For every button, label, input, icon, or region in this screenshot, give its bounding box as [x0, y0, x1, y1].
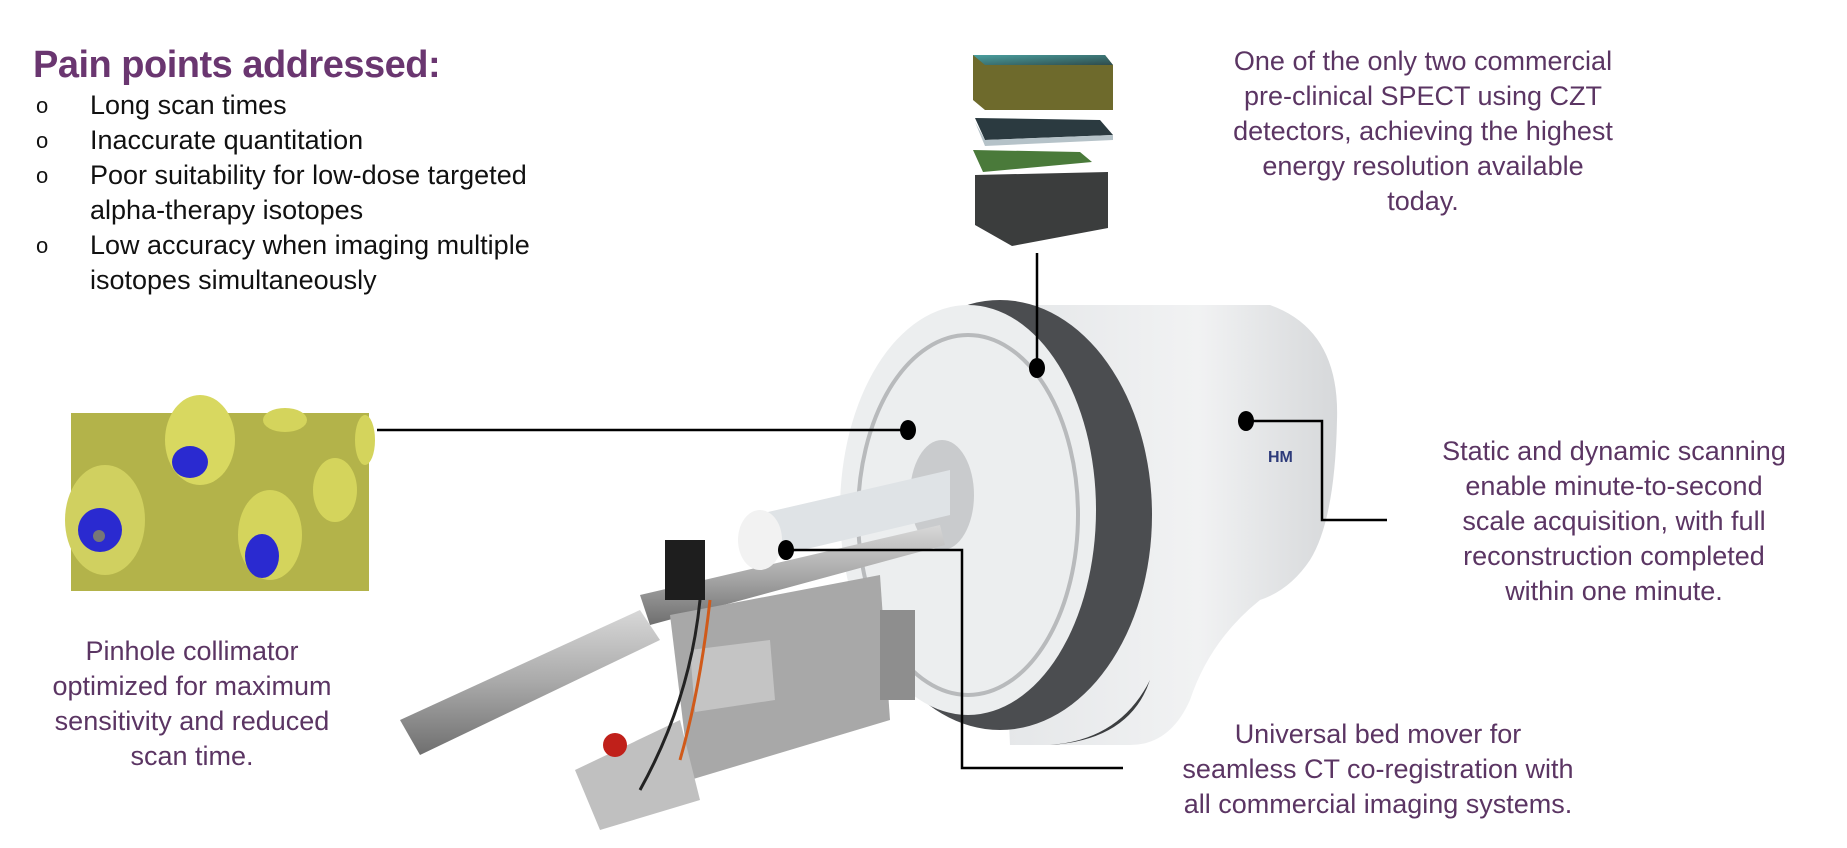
bed-mover-callout: Universal bed mover for seamless CT co-r… — [1182, 719, 1574, 819]
spect-scanner-image: HM — [400, 300, 1338, 830]
bullet-circle-icon: o — [36, 163, 49, 188]
pain-points-heading: Pain points addressed: — [33, 44, 441, 86]
scanning-leader-line — [1246, 419, 1387, 522]
bullet-circle-icon: o — [36, 93, 49, 118]
czt-detector-stack-image — [973, 55, 1113, 246]
scanning-callout: Static and dynamic scanning enable minut… — [1442, 436, 1786, 606]
pinhole-collimator-image — [65, 395, 375, 591]
scanner-logo: HM — [1268, 449, 1293, 466]
bullet-circle-icon: o — [36, 233, 49, 258]
bullet-circle-icon: o — [36, 128, 49, 153]
leader-dots — [778, 358, 1254, 560]
leader-lines — [377, 253, 1387, 770]
collimator-callout: Pinhole collimator optimized for maximum… — [52, 636, 332, 771]
detector-callout: One of the only two commercial pre-clini… — [1233, 46, 1613, 216]
bed-mover-leader-line — [786, 548, 1123, 770]
